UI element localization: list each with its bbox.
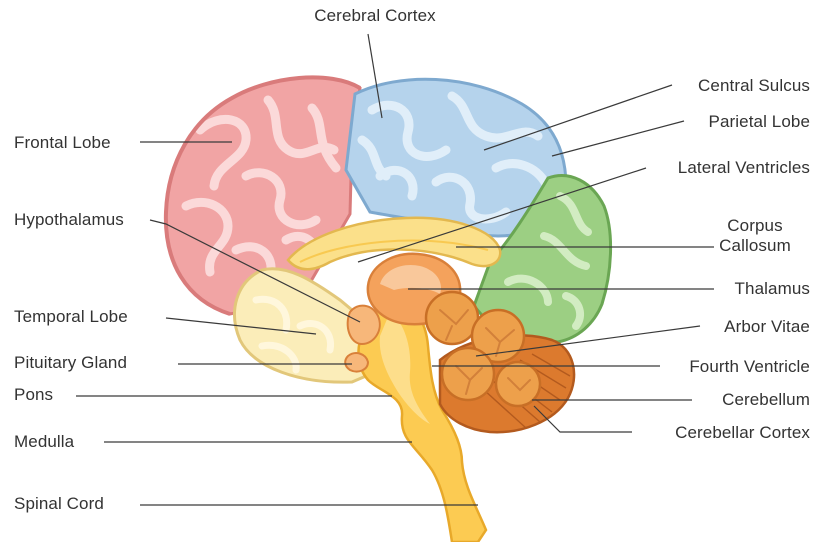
label-hypothalamus: Hypothalamus bbox=[14, 210, 124, 229]
label-fourth-ventricle: Fourth Ventricle bbox=[689, 357, 810, 376]
leader-lines bbox=[76, 33, 714, 506]
leader-central-sulcus bbox=[483, 84, 673, 151]
leader-temporal-lobe bbox=[165, 317, 317, 335]
corpus-callosum-shape bbox=[286, 216, 502, 271]
leader-parietal-lobe bbox=[551, 120, 685, 157]
leader-cerebral-cortex bbox=[367, 33, 383, 119]
label-cerebral-cortex: Cerebral Cortex bbox=[314, 6, 436, 25]
label-cerebellar-cortex: Cerebellar Cortex bbox=[675, 423, 810, 442]
leader-cerebellar-cortex bbox=[533, 405, 632, 433]
label-frontal-lobe: Frontal Lobe bbox=[14, 133, 111, 152]
leader-arbor-vitae bbox=[475, 325, 701, 357]
label-corpus-callosum: Corpus Callosum bbox=[700, 216, 810, 256]
label-thalamus: Thalamus bbox=[734, 279, 810, 298]
label-central-sulcus: Central Sulcus bbox=[698, 76, 810, 95]
label-lateral-ventricles: Lateral Ventricles bbox=[677, 158, 810, 177]
hypothalamus-shape bbox=[346, 304, 381, 346]
occipital-lobe-shape bbox=[472, 174, 613, 344]
brainstem-highlight bbox=[379, 312, 430, 424]
label-corpus-callosum-line1: Corpus bbox=[727, 216, 783, 235]
label-corpus-callosum-line2: Callosum bbox=[719, 236, 791, 255]
label-medulla: Medulla bbox=[14, 432, 75, 451]
label-pituitary-gland: Pituitary Gland bbox=[14, 353, 127, 372]
leader-lateral-ventricles bbox=[357, 167, 647, 263]
label-parietal-lobe: Parietal Lobe bbox=[708, 112, 810, 131]
cerebellum-shape bbox=[424, 290, 542, 408]
label-spinal-cord: Spinal Cord bbox=[14, 494, 104, 513]
pituitary-gland-shape bbox=[344, 352, 370, 373]
label-pons: Pons bbox=[14, 385, 54, 404]
leader-hypothalamus bbox=[149, 219, 361, 323]
label-arbor-vitae: Arbor Vitae bbox=[724, 317, 810, 336]
parietal-lobe-shape bbox=[344, 77, 568, 238]
label-temporal-lobe: Temporal Lobe bbox=[14, 307, 128, 326]
label-cerebellum: Cerebellum bbox=[722, 390, 810, 409]
temporal-lobe-shape bbox=[233, 267, 382, 384]
